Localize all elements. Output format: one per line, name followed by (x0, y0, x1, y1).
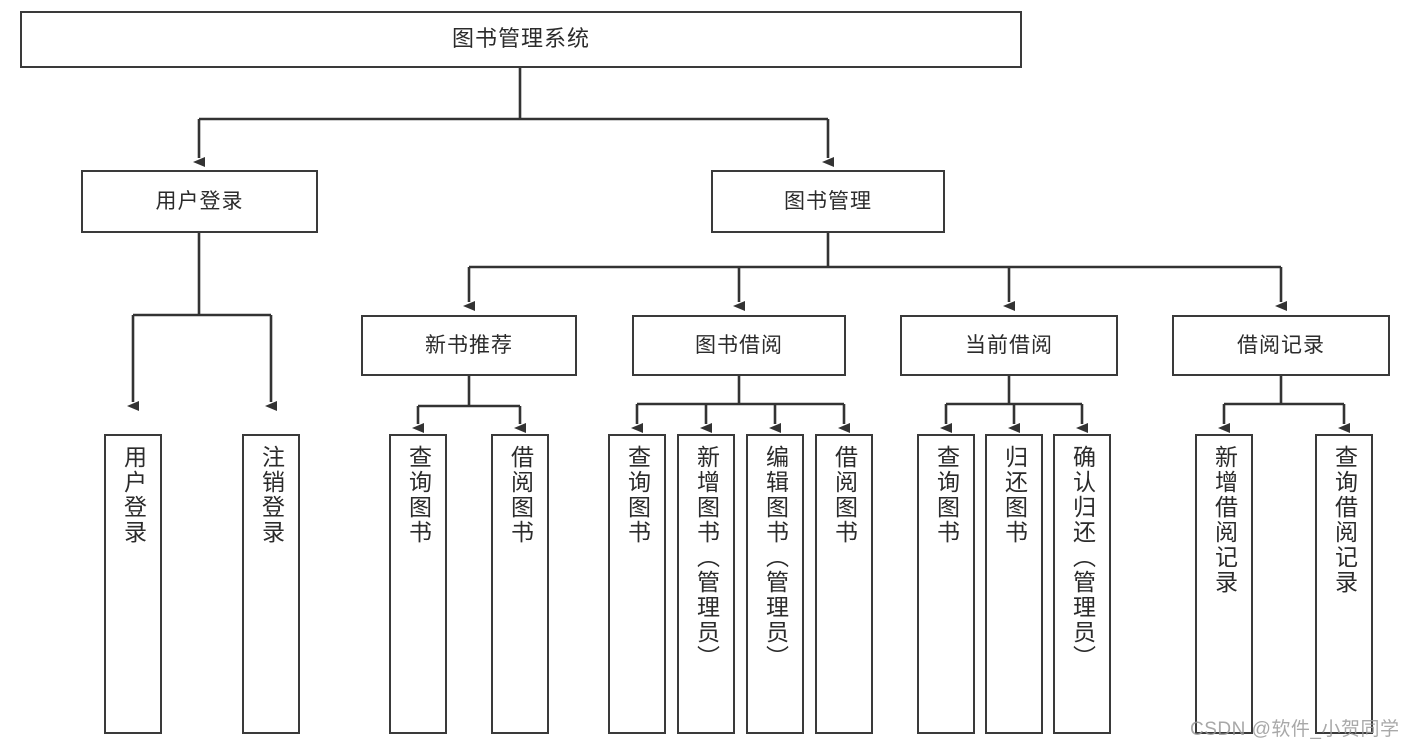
leaf-add-borrow-record[interactable]: 新增借阅记录 (1195, 434, 1253, 734)
node-label: 用户登录 (155, 189, 244, 213)
node-label: 查询图书 (405, 445, 432, 545)
node-label: 查询图书 (933, 445, 960, 545)
node-label: 图书管理系统 (451, 26, 590, 52)
node-label: 图书借阅 (695, 333, 783, 357)
node-label: 查询图书 (624, 445, 651, 545)
node-label: 当前借阅 (965, 333, 1053, 357)
node-root-system[interactable]: 图书管理系统 (20, 11, 1022, 68)
node-label: 新增借阅记录 (1211, 445, 1238, 595)
node-label: 新书推荐 (425, 333, 513, 357)
node-label: 借阅图书 (831, 445, 858, 545)
node-book-management[interactable]: 图书管理 (711, 170, 945, 233)
node-user-login[interactable]: 用户登录 (81, 170, 318, 233)
node-label: 用户登录 (120, 445, 147, 545)
node-label: 归还图书 (1001, 445, 1028, 545)
leaf-borrow-book[interactable]: 借阅图书 (815, 434, 873, 734)
leaf-query-borrow-record[interactable]: 查询借阅记录 (1315, 434, 1373, 734)
node-label: 借阅记录 (1237, 333, 1325, 357)
leaf-confirm-return-admin[interactable]: 确认归还（管理员） (1053, 434, 1111, 734)
leaf-edit-book-admin[interactable]: 编辑图书（管理员） (746, 434, 804, 734)
leaf-add-book-admin[interactable]: 新增图书（管理员） (677, 434, 735, 734)
leaf-user-login[interactable]: 用户登录 (104, 434, 162, 734)
node-label: 图书管理 (784, 189, 872, 213)
node-current-borrow[interactable]: 当前借阅 (900, 315, 1118, 376)
node-book-borrow[interactable]: 图书借阅 (632, 315, 846, 376)
node-borrow-record[interactable]: 借阅记录 (1172, 315, 1390, 376)
node-label: 新增图书（管理员） (693, 445, 720, 670)
leaf-query-book[interactable]: 查询图书 (608, 434, 666, 734)
leaf-return-book[interactable]: 归还图书 (985, 434, 1043, 734)
node-label: 借阅图书 (507, 445, 534, 545)
node-label: 确认归还（管理员） (1069, 445, 1096, 670)
node-label: 查询借阅记录 (1331, 445, 1358, 595)
node-label: 编辑图书（管理员） (762, 445, 789, 670)
leaf-query-book-recommend[interactable]: 查询图书 (389, 434, 447, 734)
leaf-borrow-book-recommend[interactable]: 借阅图书 (491, 434, 549, 734)
leaf-logout[interactable]: 注销登录 (242, 434, 300, 734)
node-label: 注销登录 (258, 445, 285, 545)
node-new-book-recommend[interactable]: 新书推荐 (361, 315, 577, 376)
watermark: CSDN @软件_小贺同学 (1190, 719, 1400, 740)
leaf-query-book-current[interactable]: 查询图书 (917, 434, 975, 734)
